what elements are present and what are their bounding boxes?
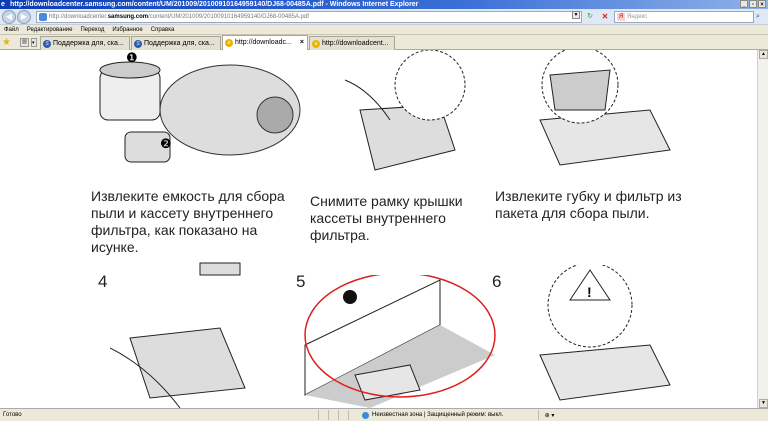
security-zone[interactable]: Неизвестная зона | Защищенный режим: вык…	[362, 409, 503, 421]
samsung-icon: S	[43, 40, 51, 48]
window-title-bar: e http://downloadcenter.samsung.com/cont…	[0, 0, 768, 9]
menu-file[interactable]: Файл	[4, 27, 19, 33]
tab-list-dropdown[interactable]: ▾	[31, 38, 37, 47]
callout-2: ❷	[160, 136, 172, 151]
scroll-down-button[interactable]: ▼	[759, 399, 768, 408]
illustration-step-2	[344, 50, 466, 171]
refresh-icon[interactable]: ↻	[587, 13, 593, 20]
url-input[interactable]: http://downloadcenter.samsung.com/conten…	[36, 11, 582, 23]
menu-view[interactable]: Переход	[80, 27, 105, 33]
ie-icon: e	[225, 39, 233, 47]
svg-text:!: !	[587, 284, 592, 300]
search-input[interactable]: Я Яндекс	[614, 11, 754, 23]
samsung-icon: S	[134, 40, 142, 48]
illustration-step-1: ❶ ❷	[99, 50, 301, 163]
back-button[interactable]: ◀	[2, 10, 16, 24]
step-2-text: Снимите рамку крышки кассеты внутреннего…	[310, 193, 463, 243]
stop-icon[interactable]: ✕	[601, 12, 609, 21]
window-title: http://downloadcenter.samsung.com/conten…	[10, 1, 419, 8]
globe-icon	[362, 412, 369, 419]
quick-tabs-icon[interactable]: ▦	[20, 38, 29, 47]
yandex-icon: Я	[617, 13, 625, 21]
close-tab-icon[interactable]: ×	[299, 39, 304, 46]
illustration-step-3	[539, 50, 671, 166]
vertical-scrollbar[interactable]: ▲ ▼	[757, 50, 768, 408]
illustration-step-4	[110, 262, 246, 408]
status-bar: Готово Неизвестная зона | Защищенный реж…	[0, 408, 768, 421]
menu-bar: Файл Редактирование Переход Избранное Сп…	[0, 25, 768, 35]
page-icon	[39, 13, 47, 21]
menu-edit[interactable]: Редактирование	[26, 27, 73, 33]
step-4-number: 4	[98, 272, 108, 291]
url-dropdown-button[interactable]: ▼	[572, 11, 580, 19]
ie-icon: e	[1, 1, 5, 8]
menu-help[interactable]: Справка	[150, 27, 175, 33]
sun-icon	[343, 290, 357, 304]
illustration-step-5	[304, 275, 496, 408]
step-3-text: Извлеките губку и фильтр из пакета для с…	[495, 188, 682, 221]
zoom-button[interactable]: ⊕ ▾	[538, 410, 560, 420]
illustration-step-6: !	[539, 265, 671, 401]
status-text: Готово	[3, 412, 22, 418]
pdf-document: ❶ ❷ Извлеките емкость для сбора пыли и к…	[0, 50, 757, 408]
address-bar: ◀ ▶ http://downloadcenter.samsung.com/co…	[0, 9, 768, 25]
red-annotation-circle	[304, 275, 496, 398]
step-1-text: Извлеките емкость для сбора пыли и кассе…	[91, 188, 285, 255]
ie-icon: e	[312, 40, 320, 48]
step-6-number: 6	[492, 272, 502, 291]
minimize-button[interactable]: _	[740, 0, 748, 8]
close-button[interactable]: ×	[758, 0, 766, 8]
search-icon[interactable]: ⌕	[756, 13, 760, 20]
favorites-star-icon[interactable]: ★	[2, 37, 11, 48]
step-5-number: 5	[296, 272, 306, 291]
forward-button[interactable]: ▶	[17, 10, 31, 24]
callout-1: ❶	[126, 50, 138, 65]
menu-favorites[interactable]: Избранное	[112, 27, 143, 33]
scroll-up-button[interactable]: ▲	[759, 50, 768, 59]
maximize-button[interactable]: ▫	[749, 0, 757, 8]
warning-icon	[569, 269, 611, 301]
